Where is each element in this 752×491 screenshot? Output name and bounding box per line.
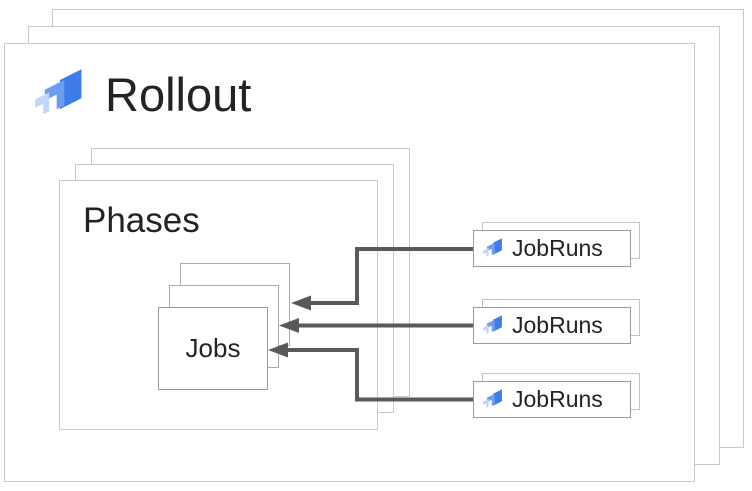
jobruns-label: JobRuns — [512, 312, 603, 338]
rollout-label: Rollout — [105, 67, 252, 121]
jobs-label: Jobs — [185, 333, 241, 363]
jobruns-box-2: JobRuns — [473, 307, 631, 344]
jobs-box: Jobs — [158, 307, 268, 390]
jobruns-label: JobRuns — [512, 386, 603, 412]
cloud-deploy-icon — [482, 314, 505, 337]
cloud-deploy-icon — [33, 66, 89, 122]
cloud-deploy-icon — [482, 388, 505, 411]
rollout-title: Rollout — [33, 66, 251, 122]
jobruns-box-3: JobRuns — [473, 381, 631, 418]
jobruns-label: JobRuns — [512, 235, 603, 261]
jobruns-box-1: JobRuns — [473, 230, 631, 267]
cloud-deploy-icon — [482, 237, 505, 260]
phases-label: Phases — [83, 201, 200, 240]
